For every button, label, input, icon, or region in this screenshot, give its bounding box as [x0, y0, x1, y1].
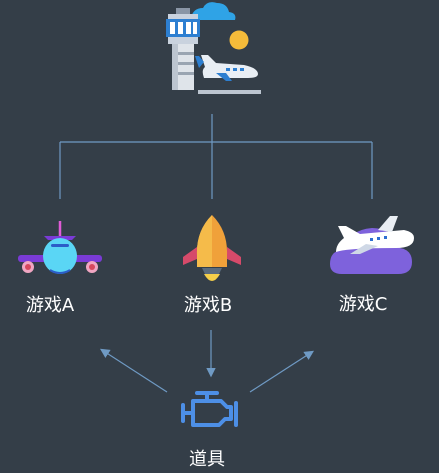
- engine-icon: [181, 391, 238, 427]
- arrow-to-game-a: [99, 348, 168, 393]
- airport-tower-plane-icon: [166, 2, 261, 94]
- rocket-icon: [183, 215, 241, 281]
- airplane-front-icon: [18, 221, 102, 274]
- game-c-label: 游戏C: [338, 294, 388, 315]
- arrows: [99, 330, 315, 393]
- game-b-label: 游戏B: [183, 295, 233, 316]
- arrow-to-game-c: [249, 350, 315, 393]
- game-a-label: 游戏A: [25, 295, 75, 316]
- props-label: 道具: [189, 449, 225, 470]
- sun-shape: [229, 30, 249, 50]
- airplane-cloud-icon: [330, 216, 414, 274]
- cloud-shape: [189, 2, 236, 20]
- tree-connector: [59, 114, 373, 199]
